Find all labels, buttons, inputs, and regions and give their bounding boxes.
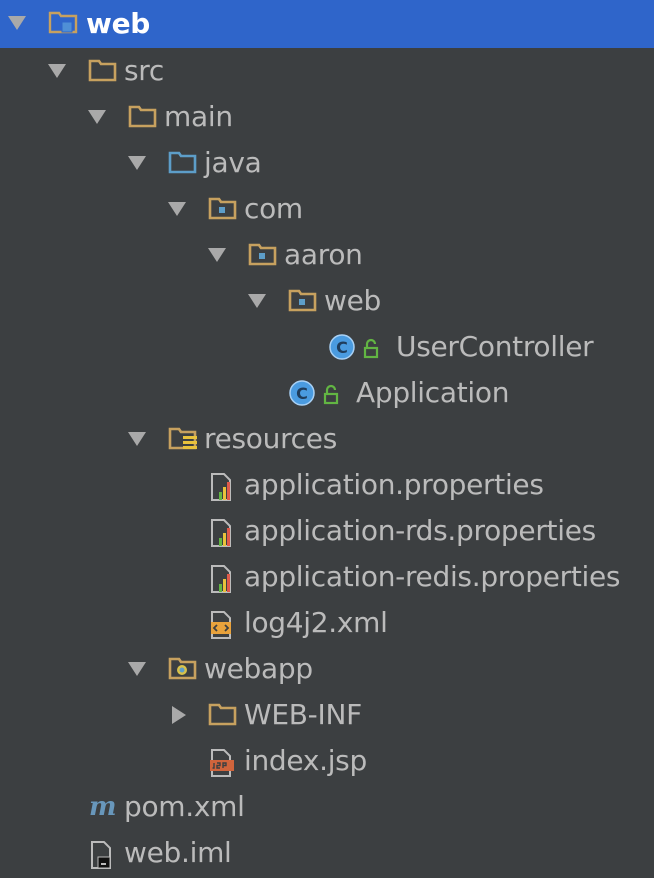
tree-item-label: index.jsp	[244, 744, 367, 777]
tree-item-resources[interactable]: resources	[0, 416, 654, 462]
tree-item-application[interactable]: C Application	[0, 370, 654, 416]
expand-toggle[interactable]	[126, 658, 148, 680]
tree-item-label: application-redis.properties	[244, 560, 621, 593]
chevron-down-icon	[88, 110, 106, 124]
tree-item-label: application-rds.properties	[244, 514, 596, 547]
expand-toggle[interactable]	[126, 152, 148, 174]
chevron-down-icon	[128, 662, 146, 676]
expand-toggle[interactable]	[46, 60, 68, 82]
tree-item-user-controller[interactable]: C UserController	[0, 324, 654, 370]
chevron-down-icon	[128, 156, 146, 170]
package-icon	[248, 242, 278, 268]
tree-item-aaron[interactable]: aaron	[0, 232, 654, 278]
tree-item-application-properties[interactable]: application.properties	[0, 462, 654, 508]
package-icon	[288, 288, 318, 314]
expand-toggle[interactable]	[206, 244, 228, 266]
properties-file-icon	[208, 472, 238, 501]
tree-item-label: web.iml	[124, 836, 232, 869]
expand-toggle[interactable]	[126, 428, 148, 450]
chevron-down-icon	[208, 248, 226, 262]
source-root-folder-icon	[168, 150, 198, 176]
tree-item-index-jsp[interactable]: index.jsp	[0, 738, 654, 784]
tree-item-webapp[interactable]: webapp	[0, 646, 654, 692]
jsp-file-icon	[208, 748, 238, 777]
iml-file-icon	[88, 840, 118, 869]
expand-toggle[interactable]	[246, 290, 268, 312]
expand-toggle[interactable]	[86, 106, 108, 128]
chevron-down-icon	[128, 432, 146, 446]
tree-item-com[interactable]: com	[0, 186, 654, 232]
maven-file-icon: m	[88, 794, 118, 820]
java-class-icon: C	[288, 380, 348, 406]
tree-item-label: web	[86, 7, 151, 40]
tree-item-label: src	[124, 54, 164, 87]
tree-item-label: aaron	[284, 238, 363, 271]
tree-item-label: Application	[356, 376, 510, 409]
tree-item-web-module[interactable]: web	[0, 0, 654, 48]
tree-item-main[interactable]: main	[0, 94, 654, 140]
tree-item-label: java	[204, 146, 262, 179]
svg-text:m: m	[89, 794, 117, 820]
tree-item-web-iml[interactable]: web.iml	[0, 830, 654, 876]
tree-item-label: pom.xml	[124, 790, 245, 823]
svg-text:C: C	[336, 338, 348, 357]
properties-file-icon	[208, 564, 238, 593]
folder-icon	[88, 58, 118, 84]
expand-toggle[interactable]	[166, 198, 188, 220]
tree-item-log4j2-xml[interactable]: log4j2.xml	[0, 600, 654, 646]
tree-item-label: main	[164, 100, 233, 133]
resources-root-folder-icon	[168, 426, 198, 452]
tree-item-label: log4j2.xml	[244, 606, 388, 639]
folder-icon	[128, 104, 158, 130]
chevron-down-icon	[48, 64, 66, 78]
expand-toggle[interactable]	[6, 12, 28, 34]
svg-text:C: C	[296, 384, 308, 403]
tree-item-label: UserController	[396, 330, 594, 363]
properties-file-icon	[208, 518, 238, 547]
expand-toggle[interactable]	[168, 704, 190, 726]
module-folder-icon	[48, 10, 78, 36]
java-class-icon: C	[328, 334, 388, 360]
tree-item-label: web	[324, 284, 382, 317]
tree-item-pom-xml[interactable]: m pom.xml	[0, 784, 654, 830]
chevron-right-icon	[172, 706, 186, 724]
folder-icon	[208, 702, 238, 728]
tree-item-web-inf[interactable]: WEB-INF	[0, 692, 654, 738]
tree-item-label: webapp	[204, 652, 313, 685]
package-icon	[208, 196, 238, 222]
web-folder-icon	[168, 656, 198, 682]
tree-item-label: com	[244, 192, 303, 225]
tree-item-application-redis-properties[interactable]: application-redis.properties	[0, 554, 654, 600]
tree-item-src[interactable]: src	[0, 48, 654, 94]
chevron-down-icon	[248, 294, 266, 308]
tree-item-label: resources	[204, 422, 337, 455]
chevron-down-icon	[8, 16, 26, 30]
tree-item-label: WEB-INF	[244, 698, 362, 731]
tree-item-java[interactable]: java	[0, 140, 654, 186]
xml-file-icon	[208, 610, 238, 639]
tree-item-web-package[interactable]: web	[0, 278, 654, 324]
tree-item-application-rds-properties[interactable]: application-rds.properties	[0, 508, 654, 554]
chevron-down-icon	[168, 202, 186, 216]
tree-item-label: application.properties	[244, 468, 544, 501]
